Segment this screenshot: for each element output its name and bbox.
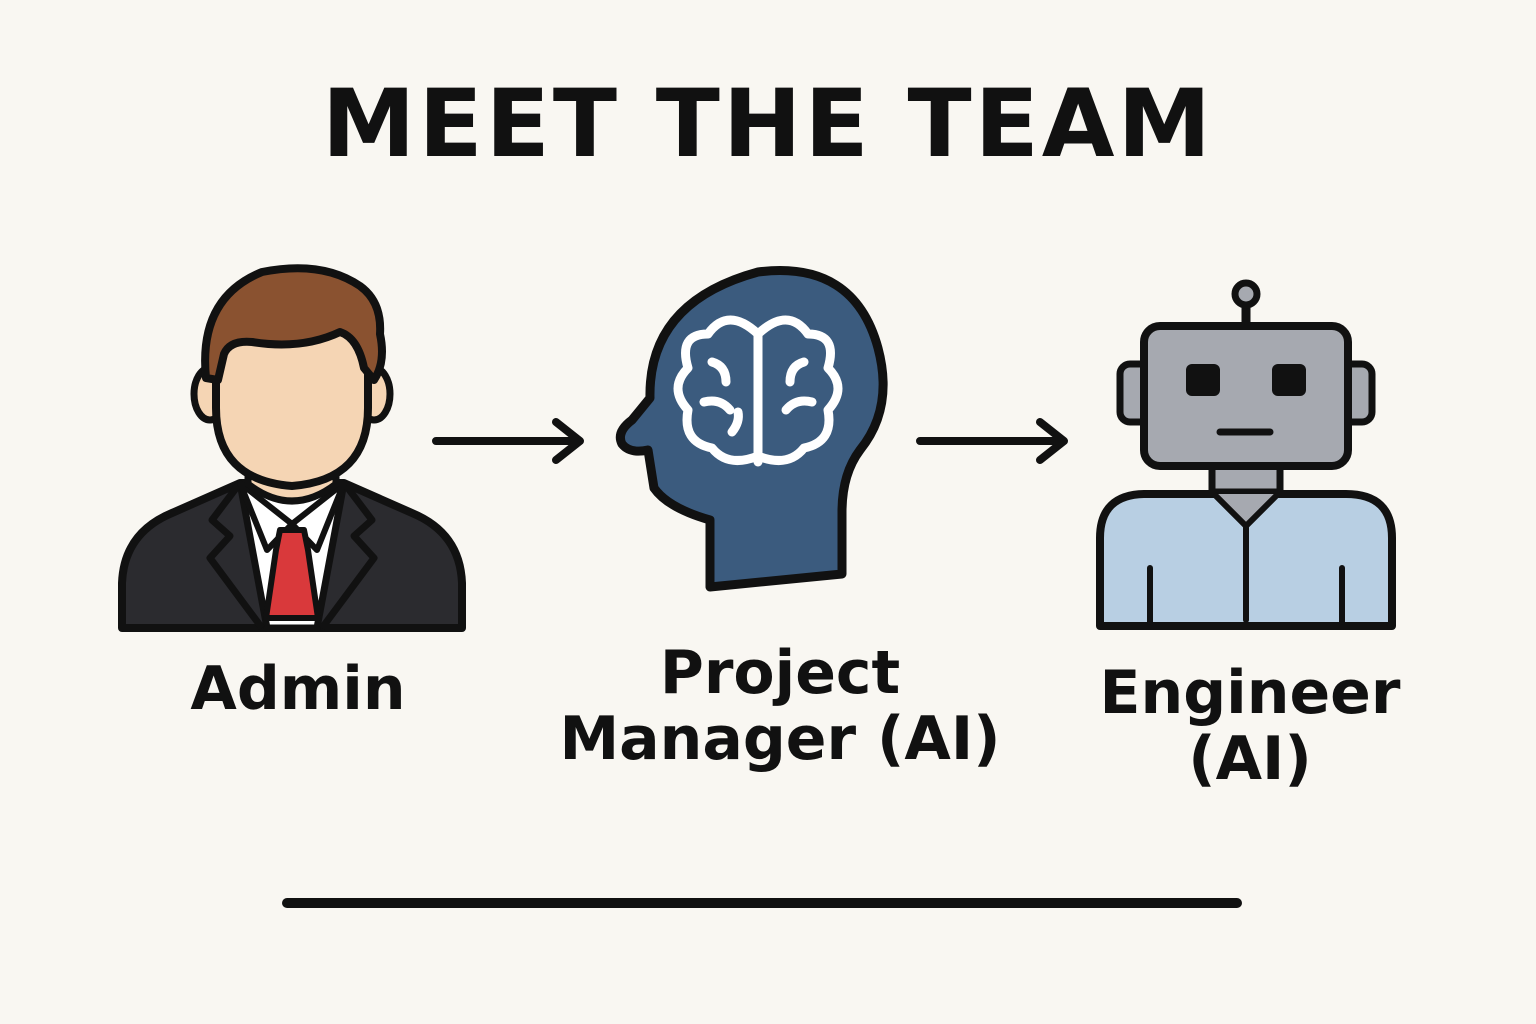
arrow-right-icon [912, 416, 1082, 470]
role-label-line: Admin [190, 654, 406, 724]
role-label-project-manager: Project Manager (AI) [540, 640, 1020, 772]
arrow-right-icon [428, 416, 598, 470]
divider [282, 898, 1242, 908]
role-label-line: (AI) [1188, 724, 1312, 794]
role-label-line: Project [659, 638, 901, 708]
brain-head-icon [608, 262, 898, 592]
role-label-admin: Admin [138, 656, 458, 722]
role-label-engineer: Engineer (AI) [1080, 660, 1420, 792]
businessman-icon [112, 258, 472, 638]
role-label-line: Manager (AI) [559, 704, 1001, 774]
page-title: MEET THE TEAM [321, 70, 1215, 179]
role-label-line: Engineer [1099, 658, 1401, 728]
robot-icon [1090, 272, 1410, 634]
